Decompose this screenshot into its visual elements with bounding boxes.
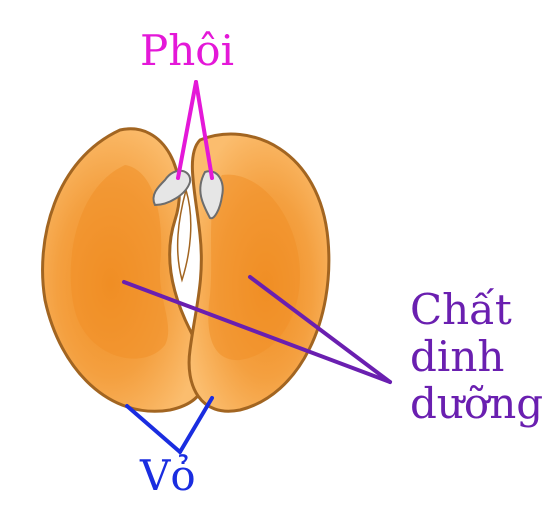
embryo-label: Phôi [140,26,235,75]
embryo-left [152,169,192,207]
embryo-pointer-right [194,80,214,180]
nutrient-pointer-right [248,275,392,384]
shell-label: Vỏ [140,451,196,500]
embryo-pointer-left [176,80,198,180]
shell-pointer-left [125,404,182,454]
shell-pointer-right [178,396,214,454]
cotyledon-left-inner [70,165,169,359]
cotyledon-right-inner [208,174,300,361]
nutrient-label: Chất dinh dưỡng [410,286,543,427]
nutrient-label-line-1: Chất [410,285,512,334]
embryo-right [199,170,224,220]
cotyledon-seam [176,187,192,283]
nutrient-label-line-2: dinh [410,332,505,382]
nutrient-pointer-left [122,280,392,384]
nutrient-label-line-3: dưỡng [410,379,544,429]
